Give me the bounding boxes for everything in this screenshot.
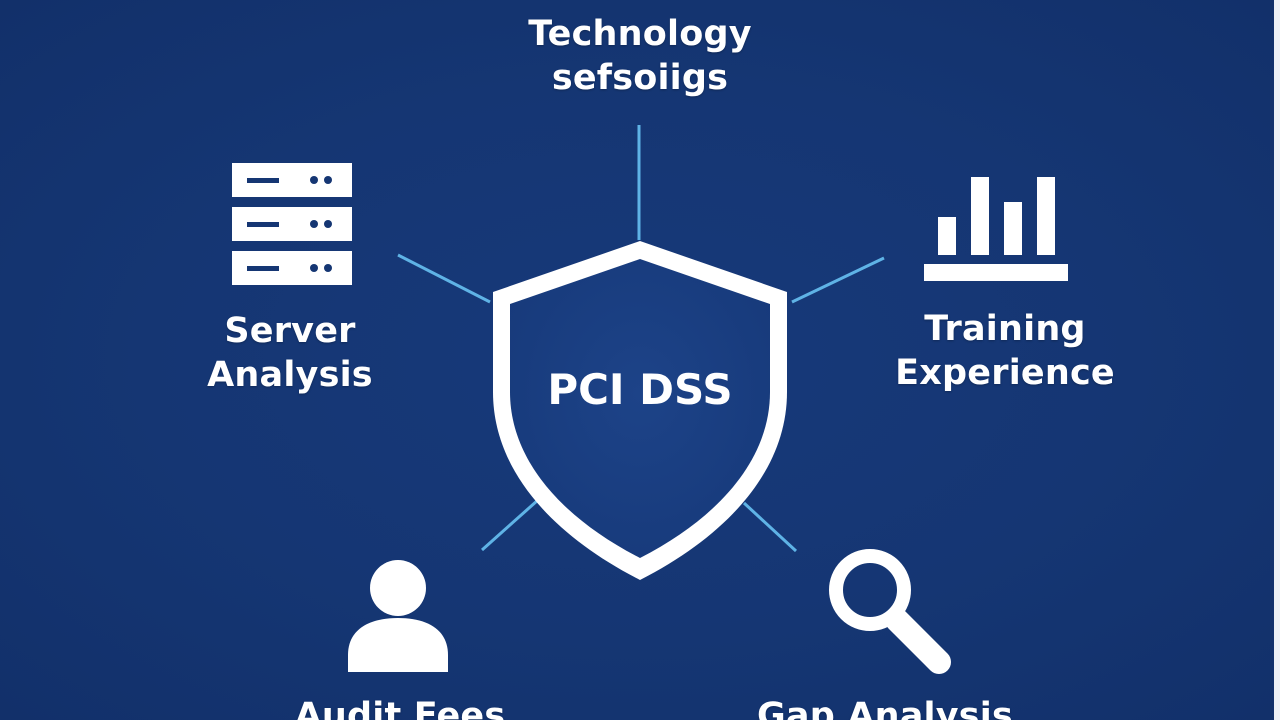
node-label-audit-fees: Audit Fees xyxy=(240,694,560,720)
node-label-training-experience: Training Experience xyxy=(870,307,1140,395)
shield-icon xyxy=(493,241,787,580)
node-label-line: Gap Analysis xyxy=(756,696,1014,720)
connector-bottom-left xyxy=(481,498,539,552)
node-label-gap-analysis: Gap Analysis xyxy=(720,694,1050,720)
server-rack-icon xyxy=(232,163,352,285)
magnifier-icon xyxy=(829,549,951,674)
connector-bottom-right xyxy=(742,501,798,553)
node-label-line: Training xyxy=(924,309,1086,349)
node-label-line: Technology xyxy=(528,14,752,54)
node-label-line: sefsoiigs xyxy=(551,58,729,98)
connector-right xyxy=(791,256,885,304)
node-label-line: Analysis xyxy=(207,355,373,395)
bar-chart-icon xyxy=(924,177,1068,281)
connector-left xyxy=(397,253,491,304)
node-label-line: Experience xyxy=(895,353,1115,393)
user-icon xyxy=(348,560,448,672)
node-label-technology: Technology sefsoiigs xyxy=(440,12,840,100)
shield-center-label: PCI DSS xyxy=(547,365,733,414)
right-edge-strip xyxy=(1274,0,1280,720)
node-label-line: Audit Fees xyxy=(294,696,506,720)
node-label-line: Server xyxy=(224,311,356,351)
node-label-server-analysis: Server Analysis xyxy=(150,309,430,397)
